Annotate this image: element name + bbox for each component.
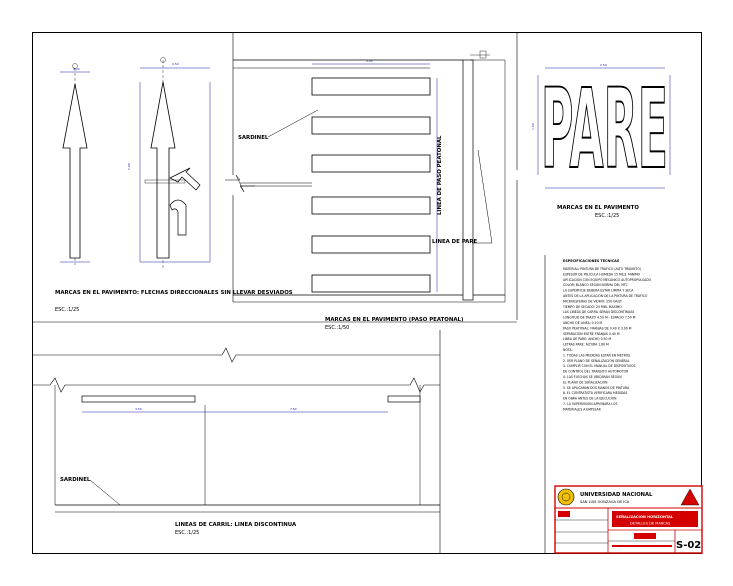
- note-line: LETRAS PARE: ALTURA 1.60 M: [563, 343, 609, 347]
- crosswalk-stripe: [311, 77, 431, 96]
- pare-word: PARE: [541, 65, 668, 193]
- project-name: SEÑALIZACION HORIZONTAL: [616, 514, 674, 519]
- note-line: 5. SE APLICARAN DOS MANOS DE PINTURA: [563, 386, 630, 390]
- note-line: NOTA:: [563, 348, 573, 352]
- note-line: COLOR: BLANCO SEGUN NORMA DEL MTC: [563, 283, 628, 287]
- note-line: ANTES DE LA APLICACION DE LA PINTURA DE …: [563, 294, 648, 298]
- crosswalk-scale: ESC.:1/50: [325, 325, 349, 331]
- notes-lines: MATERIAL: PINTURA DE TRAFICO (ALTO TRANS…: [562, 267, 652, 411]
- note-line: LAS LINEAS DE CARRIL SERAN DISCONTINUAS: [563, 310, 634, 314]
- drawing-frame: [32, 32, 702, 554]
- arrow-detail-group: 0.20 0.50 5.00 MARCAS EN EL PAVIMENTO: F…: [55, 57, 293, 313]
- straight-arrow: 0.20: [60, 63, 90, 265]
- pare-detail-group: 2.50 1.60 PARE MARCAS EN EL PAVIMENTO ES…: [531, 63, 671, 219]
- note-line: 2. VER PLANO DE SEÑALIZACION GENERAL: [563, 358, 630, 363]
- note-line: MATERIALES A EMPLEAR: [563, 407, 602, 411]
- note-line: TIEMPO DE SECADO: 20 MIN. MAXIMO: [562, 305, 622, 309]
- university-sub: SAN LUIS GONZAGA DE ICA: [580, 500, 630, 504]
- note-line: LINEA DE PARE: ANCHO 0.50 M: [563, 337, 611, 341]
- lane-title: LINEAS DE CARRIL: LINEA DISCONTINUA: [175, 522, 297, 528]
- lane-detail-group: 4.50 7.50 SARDINEL LINEAS DE CARRIL: LIN…: [33, 347, 440, 536]
- project-sub: DETALLES DE MARCAS: [630, 522, 671, 526]
- note-line: LA SUPERFICIE DEBERA ESTAR LIMPIA Y SECA: [563, 289, 634, 293]
- university-seal-icon: [557, 488, 575, 506]
- note-line: EN OBRA ANTES DE LA EJECUCION: [563, 397, 617, 401]
- arrow-height-dimension: 5.00: [127, 163, 131, 170]
- pare-title: MARCAS EN EL PAVIMENTO: [557, 205, 639, 211]
- university-name: UNIVERSIDAD NACIONAL: [580, 492, 653, 498]
- lane-dash-dimension: 4.50: [135, 407, 142, 411]
- arrows-title: MARCAS EN EL PAVIMENTO: FLECHAS DIRECCIO…: [55, 290, 293, 296]
- warning-logo-icon: [680, 488, 700, 506]
- note-line: DE CONTROL DEL TRANSITO AUTOMOTOR: [563, 370, 629, 374]
- crosswalk-stripe: [311, 116, 431, 135]
- arrow-top-dimension: 0.20: [73, 67, 80, 71]
- lane-gap-dimension: 7.50: [290, 407, 297, 411]
- note-line: 1. TODAS LAS MEDIDAS ESTAN EN METROS: [563, 353, 630, 357]
- note-line: APLICACION CON EQUIPO MECANICO AUTOPROPU…: [563, 278, 652, 282]
- note-line: LONGITUD DE TRAZO 4.50 M - ESPACIO 7.50 …: [563, 316, 636, 320]
- crosswalk-stripe: [311, 235, 431, 254]
- crosswalk-stripe: [311, 274, 431, 293]
- note-line: MICROESFERAS DE VIDRIO: 250 GR/LT: [563, 299, 622, 303]
- lane-sardinel-label: SARDINEL: [60, 477, 91, 483]
- lane-dash: [81, 395, 196, 403]
- lane-dash: [387, 395, 421, 403]
- notes-group: ESPECIFICACIONES TECNICAS MATERIAL: PINT…: [562, 259, 652, 411]
- crosswalk-stripe: [311, 196, 431, 215]
- title-block: UNIVERSIDAD NACIONAL SAN LUIS GONZAGA DE…: [554, 485, 703, 554]
- pare-scale: ESC.:1/25: [595, 213, 619, 219]
- note-line: 7. LA SUPERVISION APROBARA LOS: [563, 402, 617, 406]
- linea-pare-label: LINEA DE PARE: [432, 239, 477, 245]
- arrow-width-dimension: 0.50: [172, 62, 179, 66]
- note-line: 6. EL CONTRATISTA VERIFICARA MEDIDAS: [563, 391, 627, 395]
- note-line: ANCHO DE LINEA: 0.10 M: [563, 321, 603, 325]
- paso-peatonal-label: LINEA DE PASO PEATONAL: [437, 135, 443, 215]
- stop-line: [462, 59, 474, 301]
- pare-width-dimension: 2.50: [600, 63, 607, 67]
- note-line: SEPARACION ENTRE FRANJAS 0.40 M: [563, 332, 620, 336]
- note-line: PASO PEATONAL: FRANJAS DE 0.40 X 3.00 M: [563, 326, 632, 330]
- note-line: EL PLANO DE SEÑALIZACION: [563, 379, 608, 384]
- pare-height-dimension: 1.60: [531, 123, 535, 130]
- note-line: 4. LAS FLECHAS SE UBICARAN SEGUN: [563, 375, 622, 379]
- arrows-scale: ESC.:1/25: [55, 307, 79, 313]
- crosswalk-stripe: [311, 154, 431, 173]
- note-line: 3. CUMPLIR CON EL MANUAL DE DISPOSITIVOS: [563, 364, 635, 368]
- sheet-number: S-02: [676, 540, 701, 551]
- lane-scale: ESC.:1/25: [175, 530, 199, 536]
- sardinel-label: SARDINEL: [238, 135, 269, 141]
- note-line: ESPESOR DE PELICULA HUMEDA 15 MILS. MINI…: [563, 272, 641, 276]
- crosswalk-width-dimension: 3.00: [366, 59, 373, 63]
- compound-arrow: 0.50 5.00: [127, 57, 211, 268]
- note-line: MATERIAL: PINTURA DE TRAFICO (ALTO TRANS…: [563, 267, 641, 271]
- crosswalk-title: MARCAS EN EL PAVIMENTO (PASO PEATONAL): [325, 317, 463, 323]
- crosswalk-detail-group: 3.00 SARDINEL LINEA DE PASO PEATONAL LIN…: [225, 50, 506, 331]
- notes-heading: ESPECIFICACIONES TECNICAS: [563, 259, 620, 263]
